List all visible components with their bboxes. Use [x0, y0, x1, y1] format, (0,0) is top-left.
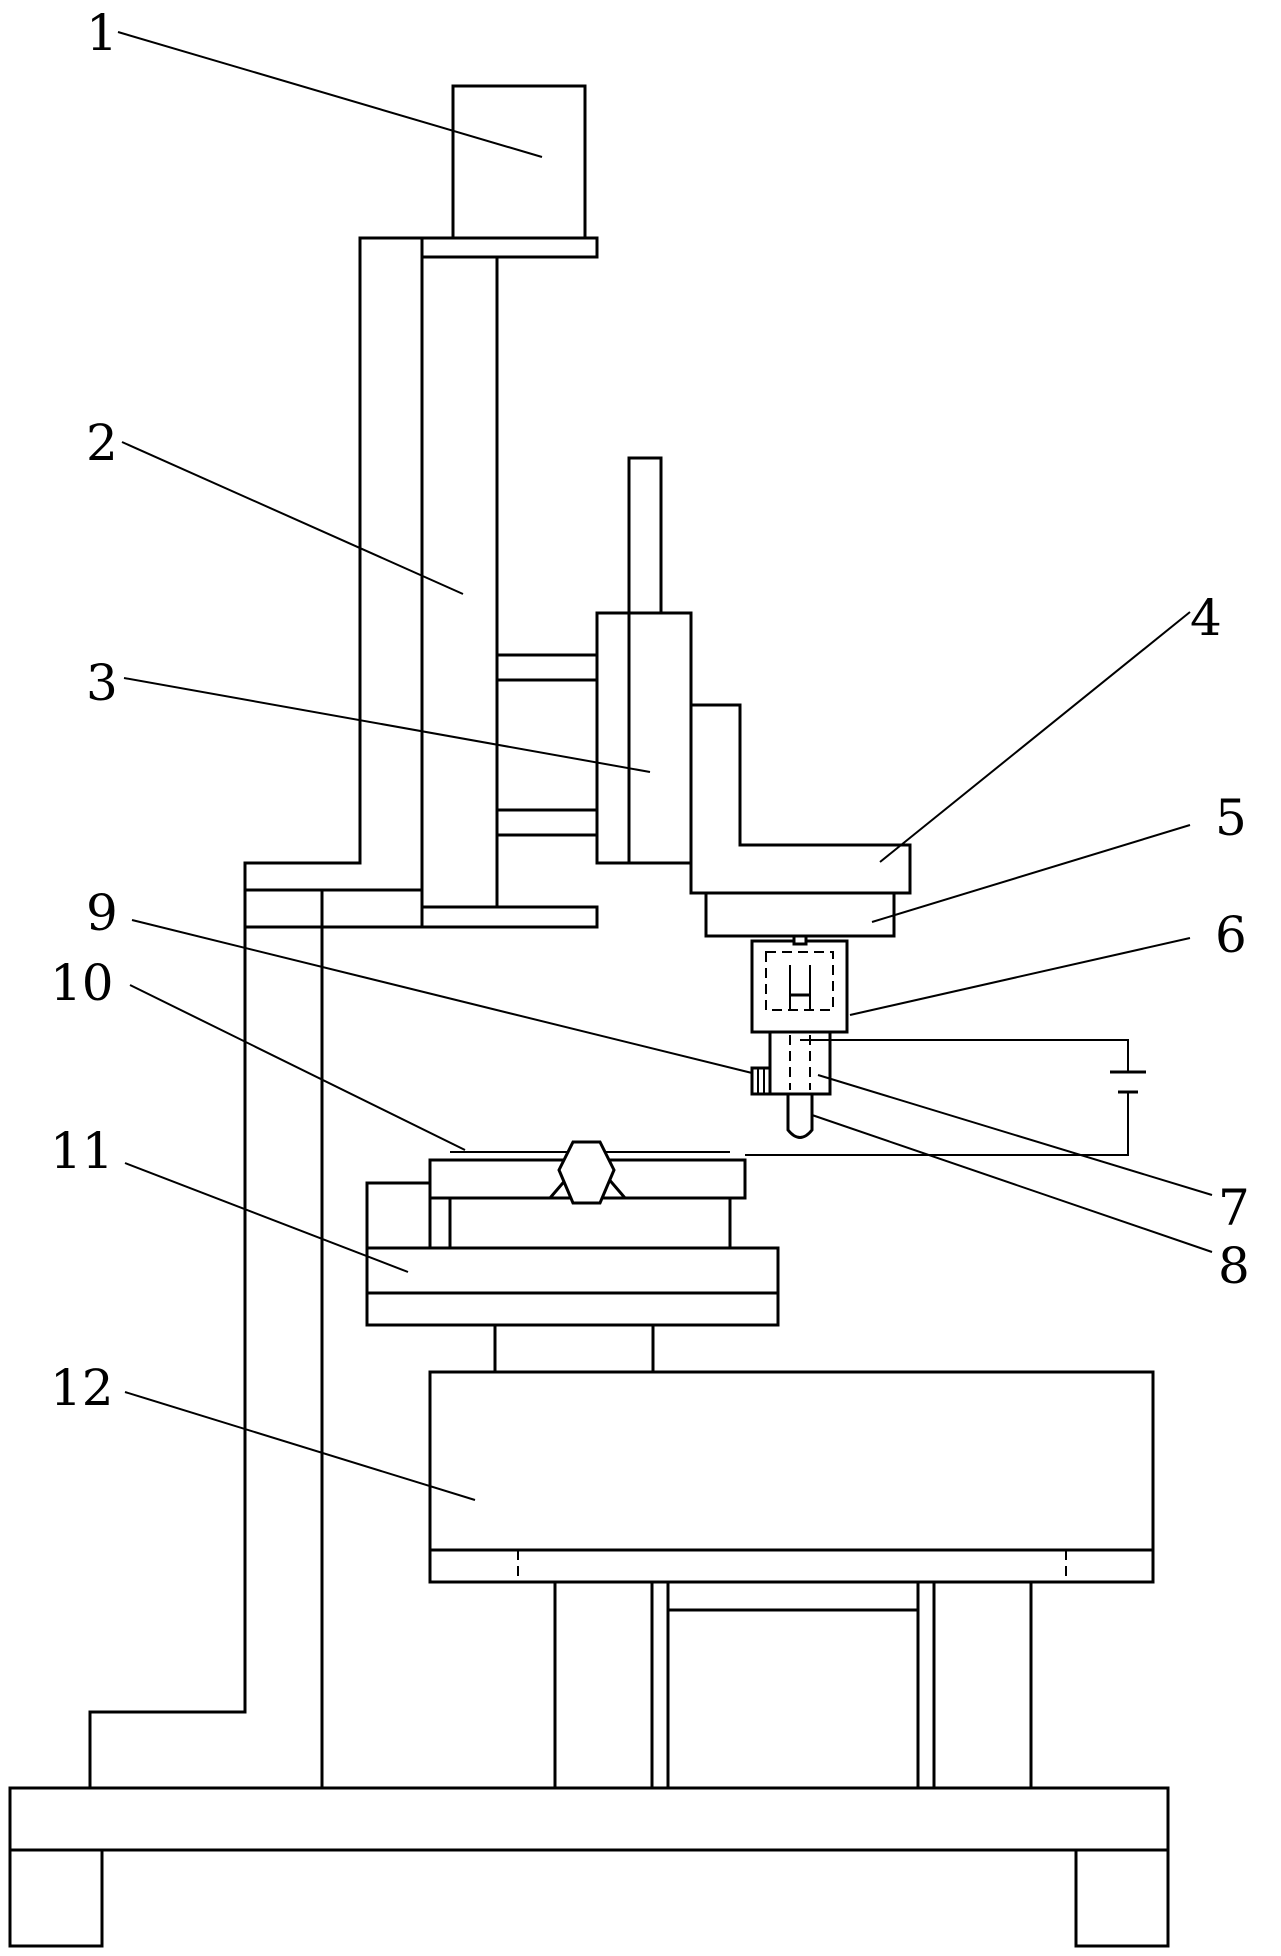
- column: [90, 238, 422, 1788]
- label-1: 1: [86, 4, 118, 62]
- label-2: 2: [86, 414, 118, 472]
- label-10: 10: [50, 954, 114, 1012]
- label-5: 5: [1215, 789, 1247, 847]
- motor: [453, 86, 585, 238]
- electrode: [788, 1094, 812, 1138]
- spindle-housing: [752, 936, 847, 1032]
- mounting-plate: [706, 893, 894, 936]
- lower-connector: [497, 810, 597, 835]
- upper-connector: [497, 655, 597, 680]
- label-8: 8: [1218, 1237, 1250, 1295]
- label-3: 3: [86, 654, 118, 712]
- support-legs: [555, 1582, 1031, 1788]
- label-6: 6: [1215, 906, 1247, 964]
- connector-body: [497, 680, 597, 810]
- top-plate: [422, 238, 597, 257]
- tool-holder: [770, 1032, 830, 1094]
- vertical-guide: [422, 257, 497, 907]
- label-7: 7: [1218, 1179, 1250, 1237]
- base-frame: [10, 1788, 1168, 1946]
- slider-rod: [629, 458, 661, 618]
- label-12: 12: [50, 1359, 114, 1417]
- guide-bottom-plate: [422, 907, 597, 927]
- label-4: 4: [1190, 589, 1222, 647]
- label-11: 11: [50, 1122, 114, 1180]
- set-screw: [752, 1068, 770, 1094]
- label-9: 9: [86, 884, 118, 942]
- arm: [691, 705, 910, 893]
- slider: [597, 613, 691, 863]
- workpiece-fixture: [430, 1142, 745, 1248]
- workpiece: [559, 1142, 614, 1203]
- lower-housing: [430, 1372, 1153, 1582]
